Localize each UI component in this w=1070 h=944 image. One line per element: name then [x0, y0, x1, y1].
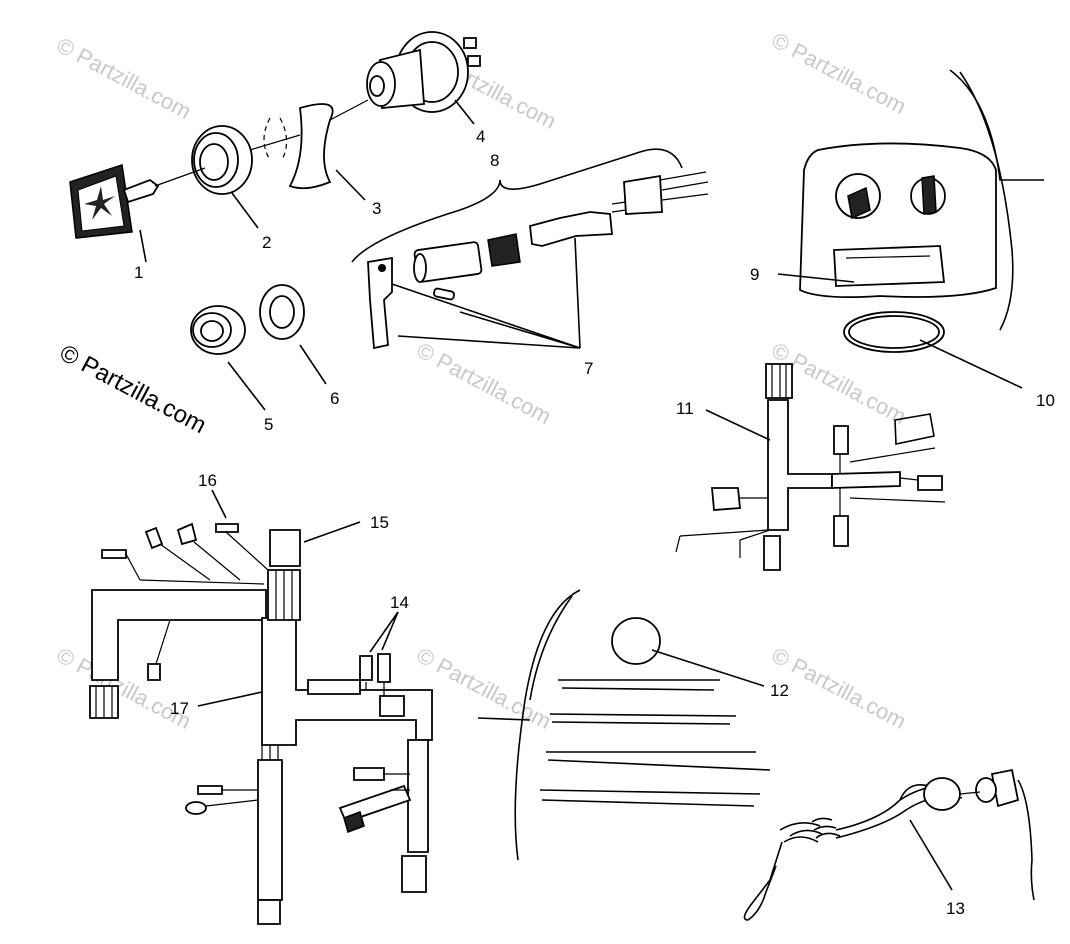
part-2-bezel-nut [154, 125, 259, 229]
callout-8: 8 [490, 151, 499, 170]
part-11-harness [675, 363, 946, 571]
callout-10: 10 [1036, 391, 1055, 410]
callout-17: 17 [170, 699, 189, 718]
part-14-17-harness [89, 489, 433, 925]
watermark-low-right: © Partzilla.com [768, 642, 911, 734]
part-6-lock-washer [259, 284, 327, 385]
callout-3: 3 [372, 199, 381, 218]
watermark-low-mid: © Partzilla.com [413, 642, 556, 734]
part-4-ignition-switch [329, 31, 481, 125]
part-5-nut [190, 305, 266, 411]
callout-1: 1 [134, 263, 143, 282]
part-1-key [69, 164, 160, 263]
callout-13: 13 [946, 899, 965, 918]
callout-9: 9 [750, 265, 759, 284]
callout-5: 5 [264, 415, 273, 434]
callout-4: 4 [476, 127, 485, 146]
part-9-10-panel [777, 69, 1044, 389]
watermark-top-right: © Partzilla.com [768, 27, 911, 119]
callout-11: 11 [676, 399, 694, 418]
part-3-gasket [249, 103, 366, 201]
watermark-mid-center: © Partzilla.com [413, 337, 556, 429]
callout-14: 14 [390, 593, 409, 612]
watermark-low-left: © Partzilla.com [53, 642, 196, 734]
callout-12: 12 [770, 681, 789, 700]
callout-15: 15 [370, 513, 389, 532]
watermark-main: © Partzilla.com [55, 339, 210, 439]
part-7-8-assembly [351, 148, 709, 350]
callout-labels: 1 2 3 4 5 6 7 8 9 10 11 12 13 14 15 16 1… [134, 127, 1055, 918]
callout-2: 2 [262, 233, 271, 252]
callout-16: 16 [198, 471, 217, 490]
callout-6: 6 [330, 389, 339, 408]
watermark-top-left: © Partzilla.com [53, 32, 196, 124]
part-13-lanyard [743, 768, 1035, 921]
part-12-hull [477, 589, 771, 861]
callout-7: 7 [584, 359, 593, 378]
